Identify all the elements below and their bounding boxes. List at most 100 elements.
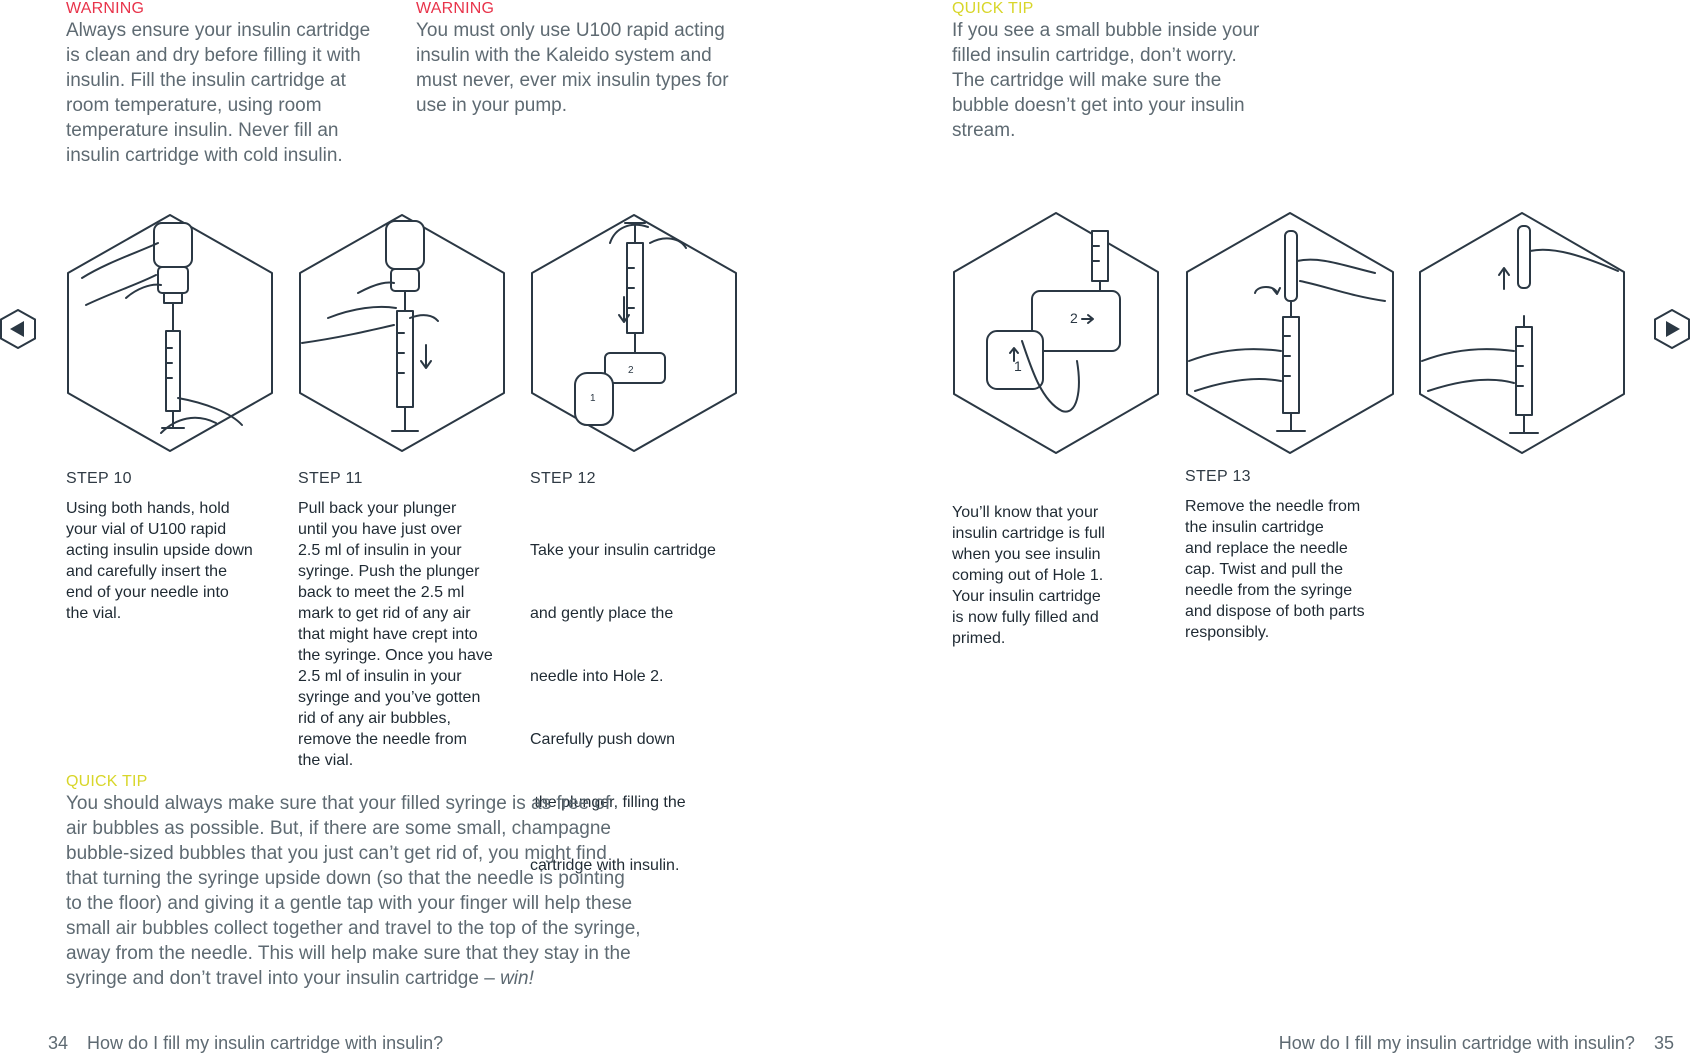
- line: Remove the needle from: [1185, 498, 1361, 515]
- step-title: STEP 11: [298, 470, 363, 487]
- needle-cap-icon: [1284, 230, 1298, 302]
- priming-illustration: 2 1: [953, 212, 1159, 454]
- line: cartridge with insulin.: [530, 857, 680, 874]
- line: end of your needle into: [66, 584, 229, 601]
- step-11-illustration: [299, 214, 505, 452]
- line: the syringe. Once you have: [298, 647, 493, 664]
- line: stream.: [952, 120, 1016, 141]
- line: syringe. Push the plunger: [298, 563, 480, 580]
- line: Take your insulin cartridge: [530, 542, 716, 559]
- line: bubble doesn’t get into your insulin: [952, 95, 1245, 116]
- quick-tip-label: QUICK TIP: [66, 773, 148, 790]
- line: and dispose of both parts: [1185, 603, 1365, 620]
- warning-label: WARNING: [66, 0, 145, 17]
- line: is now fully filled and: [952, 609, 1099, 626]
- line: remove the needle from: [298, 731, 467, 748]
- step-12-illustration: 2 1: [531, 214, 737, 452]
- footer-right: How do I fill my insulin cartridge with …: [1279, 1033, 1674, 1054]
- line: insulin cartridge is full: [952, 525, 1105, 542]
- line: syringe and you’ve gotten: [298, 689, 481, 706]
- line: Carefully push down: [530, 731, 675, 748]
- line: and carefully insert the: [66, 563, 227, 580]
- line: the plunger, filling the: [530, 794, 686, 811]
- line: is clean and dry before filling it with: [66, 45, 361, 66]
- line: 2.5 ml of insulin in your: [298, 542, 462, 559]
- line: acting insulin upside down: [66, 542, 253, 559]
- step-13-illustration-remove: [1419, 212, 1625, 454]
- line: If you see a small bubble inside your: [952, 20, 1260, 41]
- line: responsibly.: [1185, 624, 1270, 641]
- syringe-icon: [624, 222, 646, 359]
- line: room temperature, using room: [66, 95, 322, 116]
- primed-description: You’ll know that your insulin cartridge …: [952, 502, 1152, 649]
- hand-icon: [81, 242, 243, 434]
- step-description: Take your insulin cartridge and gently p…: [530, 498, 745, 918]
- line: the vial.: [298, 752, 354, 769]
- arrow-up-icon: [1498, 267, 1510, 290]
- line: that turning the syringe upside down (so…: [66, 868, 625, 889]
- line: cap. Twist and pull the: [1185, 561, 1344, 578]
- warning-block-insulin-type: WARNING You must only use U100 rapid act…: [416, 0, 729, 118]
- syringe-icon: [1509, 315, 1539, 434]
- line: bubble-sized bubbles that you just can’t…: [66, 843, 607, 864]
- vial-icon: [153, 222, 193, 304]
- step-title: STEP 13: [1185, 468, 1251, 485]
- line: needle from the syringe: [1185, 582, 1353, 599]
- triangle-left-icon: [0, 309, 36, 349]
- warning-label: WARNING: [416, 0, 495, 17]
- line: and replace the needle: [1185, 540, 1348, 557]
- line: the vial.: [66, 605, 122, 622]
- line: air bubbles as possible. But, if there a…: [66, 818, 611, 839]
- step-13-illustration-twist: [1186, 212, 1394, 454]
- line: filled insulin cartridge, don’t worry.: [952, 45, 1237, 66]
- hole-2-label: 2: [628, 365, 634, 376]
- page-number: 34: [48, 1033, 69, 1053]
- line: You should always make sure that your fi…: [66, 793, 611, 814]
- vial-icon: [385, 220, 425, 292]
- syringe-icon: [1276, 300, 1306, 432]
- quick-tip-bubbles: QUICK TIP You should always make sure th…: [66, 773, 666, 991]
- prev-page-button[interactable]: [0, 309, 36, 349]
- warning-text: You must only use U100 rapid acting insu…: [416, 18, 729, 118]
- step-10: STEP 10 Using both hands, hold your vial…: [66, 470, 276, 624]
- line: rid of any air bubbles,: [298, 710, 451, 727]
- step-11: STEP 11 Pull back your plunger until you…: [298, 470, 508, 771]
- line: Using both hands, hold: [66, 500, 230, 517]
- line: You’ll know that your: [952, 504, 1099, 521]
- line: syringe and don’t travel into your insul…: [66, 966, 666, 991]
- line: small air bubbles collect together and t…: [66, 918, 641, 939]
- line: that might have crept into: [298, 626, 478, 643]
- hole-1-label: 1: [1014, 358, 1022, 374]
- arrow-down-icon: [618, 296, 630, 323]
- line: and gently place the: [530, 605, 674, 622]
- syringe-icon: [161, 330, 185, 429]
- syringe-icon: [391, 290, 419, 432]
- running-title: How do I fill my insulin cartridge with …: [87, 1033, 444, 1053]
- quick-tip-text: If you see a small bubble inside your fi…: [952, 18, 1259, 143]
- warning-block-cartridge: WARNING Always ensure your insulin cartr…: [66, 0, 370, 168]
- step-title: STEP 10: [66, 470, 132, 487]
- triangle-right-icon: [1654, 309, 1690, 349]
- arrow-up-icon: [1009, 347, 1019, 362]
- running-title: How do I fill my insulin cartridge with …: [1278, 1033, 1635, 1053]
- step-description: Remove the needle from the insulin cartr…: [1185, 496, 1400, 643]
- line: the insulin cartridge: [1185, 519, 1324, 536]
- line: insulin cartridge with cold insulin.: [66, 145, 343, 166]
- line: Your insulin cartridge: [952, 588, 1101, 605]
- line: 2.5 ml of insulin in your: [298, 668, 462, 685]
- line: primed.: [952, 630, 1006, 647]
- line: until you have just over: [298, 521, 462, 538]
- line: mark to get rid of any air: [298, 605, 471, 622]
- line: when you see insulin: [952, 546, 1101, 563]
- line: Always ensure your insulin cartridge: [66, 20, 371, 41]
- needle-cap-icon: [1517, 225, 1531, 289]
- step-title: STEP 12: [530, 470, 596, 487]
- line: temperature insulin. Never fill an: [66, 120, 339, 141]
- hole-2-label: 2: [1070, 310, 1078, 326]
- next-page-button[interactable]: [1654, 309, 1690, 349]
- line: insulin with the Kaleido system and: [416, 45, 712, 66]
- line: away from the needle. This will help mak…: [66, 943, 631, 964]
- quick-tip-label: QUICK TIP: [952, 0, 1034, 17]
- warning-text: Always ensure your insulin cartridge is …: [66, 18, 370, 168]
- line: to the floor) and giving it a gentle tap…: [66, 893, 633, 914]
